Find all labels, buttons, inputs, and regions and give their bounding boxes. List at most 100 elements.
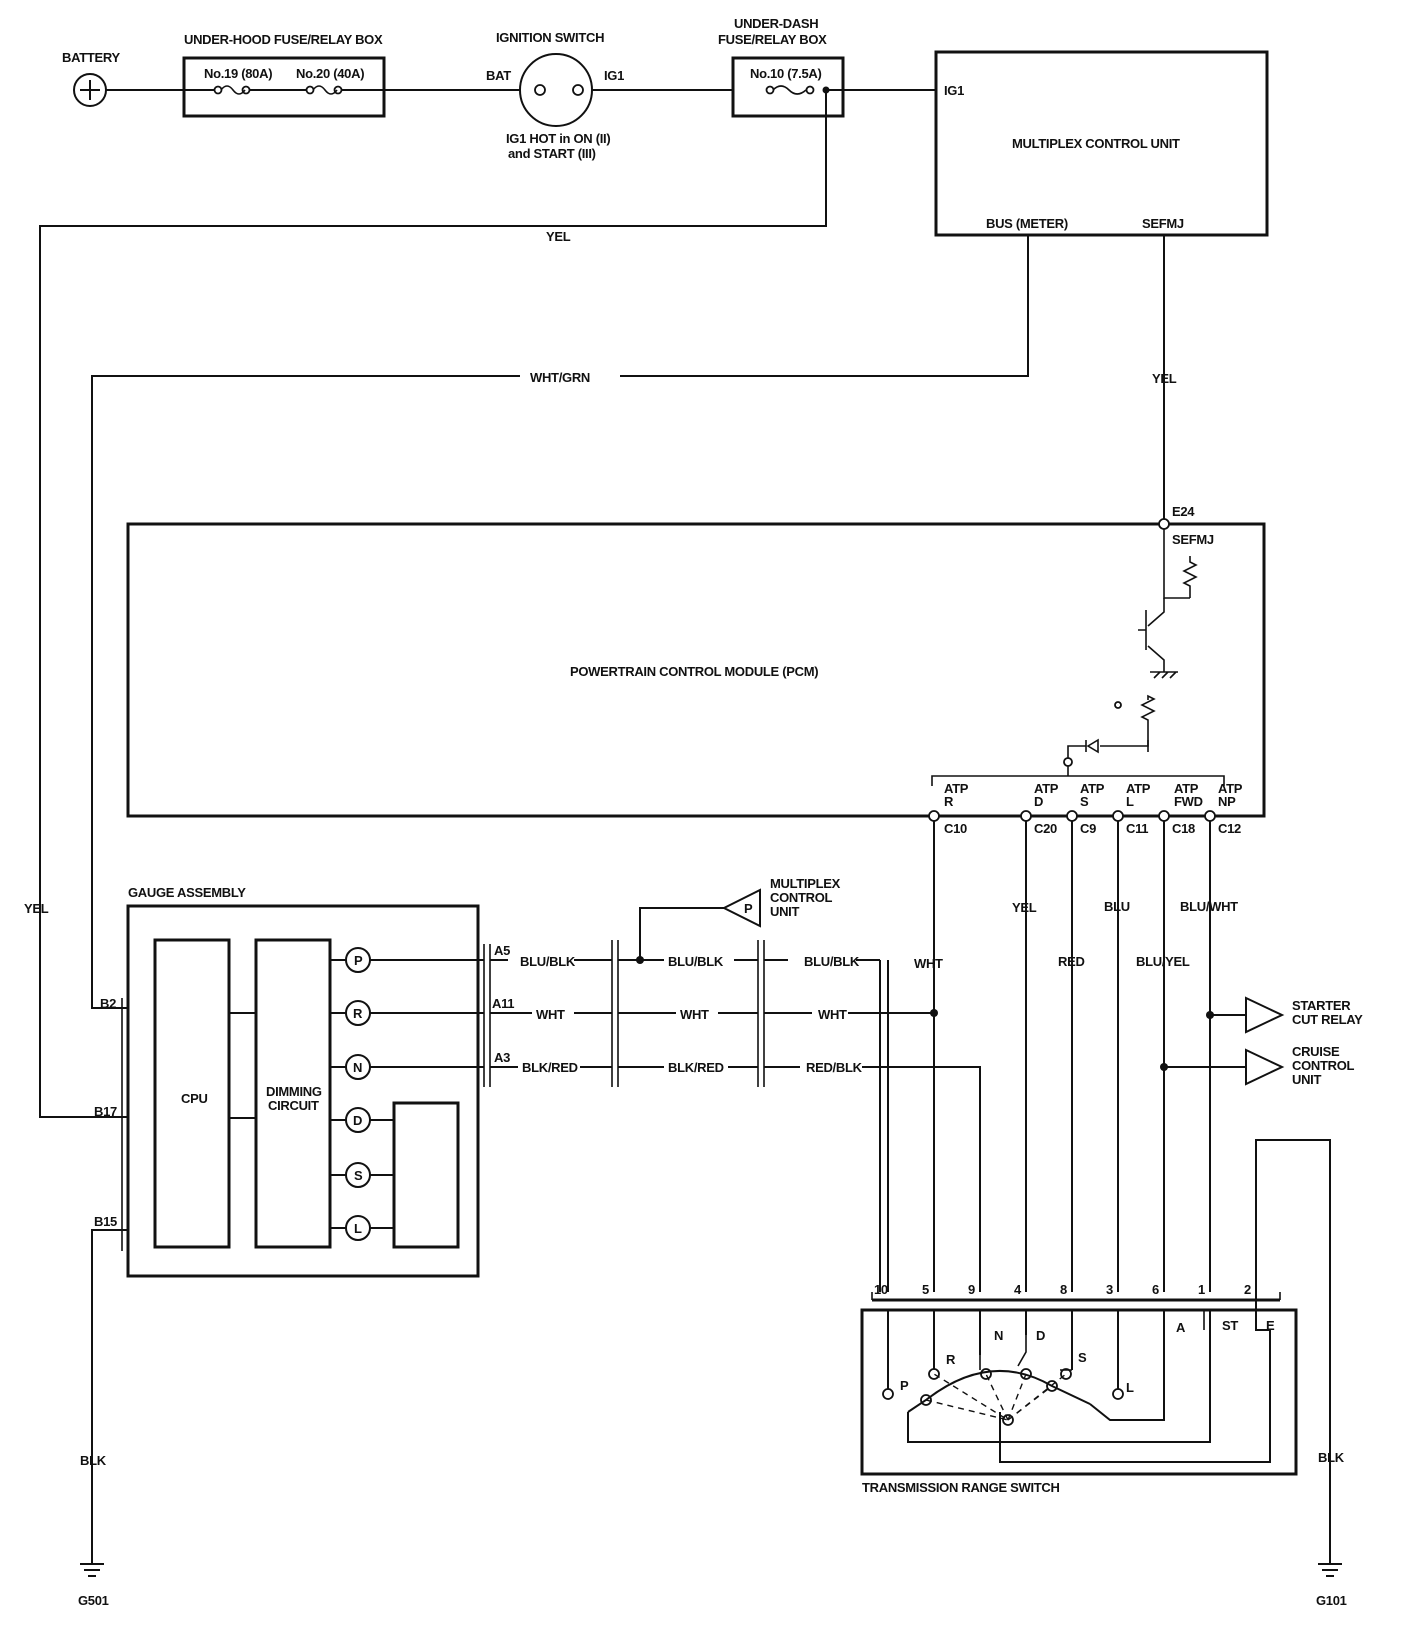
wire-blk-left: BLK	[80, 1453, 107, 1468]
svg-text:G101: G101	[1316, 1593, 1347, 1608]
e24-label: E24	[1172, 504, 1195, 519]
atp-l-label-2: L	[1126, 794, 1134, 809]
multiplex-control-unit: IG1 MULTIPLEX CONTROL UNIT BUS (METER) S…	[934, 50, 1269, 237]
trs-pivot-dashes	[925, 1373, 1067, 1421]
ignition-switch-label: IGNITION SWITCH	[496, 30, 604, 45]
b15-label: B15	[94, 1214, 117, 1229]
wire-red-vert: RED	[1058, 954, 1085, 969]
ground-g101: G101	[1316, 1563, 1347, 1608]
dimming-label-1: DIMMING	[266, 1084, 322, 1099]
starter-cut-relay-arrow	[1245, 996, 1285, 1034]
svg-text:D: D	[353, 1113, 362, 1128]
fuse-19-symbol	[220, 85, 246, 95]
atp-s-label-2: S	[1080, 794, 1089, 809]
atp-fwd-label-2: FWD	[1174, 794, 1203, 809]
indicator-driver-block	[392, 1101, 460, 1249]
cruise-label-3: UNIT	[1292, 1072, 1321, 1087]
trs-pin-5-label: 5	[922, 1282, 929, 1297]
c12-label: C12	[1218, 821, 1241, 836]
blk-ground-wire-left	[91, 1229, 128, 1564]
trs-r-label: R	[946, 1352, 956, 1367]
dimming-block	[254, 938, 332, 1249]
wire-wht-1: WHT	[536, 1007, 565, 1022]
atp-fwd-label-1: ATP	[1174, 781, 1199, 796]
wire-wht-3: WHT	[818, 1007, 847, 1022]
yel-feed-wire	[39, 90, 827, 1118]
indicator-p: P	[330, 947, 484, 973]
ig1-label: IG1	[604, 68, 624, 83]
connector-2	[757, 940, 765, 1087]
wire-blu-vert: BLU	[1104, 899, 1130, 914]
trs-label: TRANSMISSION RANGE SWITCH	[862, 1480, 1060, 1495]
trs-l-label: L	[1126, 1380, 1134, 1395]
svg-text:N: N	[353, 1060, 362, 1075]
a11-label: A11	[492, 996, 514, 1011]
mcu-sefmj-label: SEFMJ	[1142, 216, 1184, 231]
atp-l-label-1: ATP	[1126, 781, 1151, 796]
trs-e-path	[999, 1300, 1271, 1463]
trs-e-label: E	[1266, 1318, 1275, 1333]
transmission-range-switch: TRANSMISSION RANGE SWITCH 10 5 9 4 8 3 6…	[860, 1282, 1298, 1495]
wire-blu-blk-3: BLU/BLK	[804, 954, 860, 969]
underhood-fuse-box: UNDER-HOOD FUSE/RELAY BOX No.19 (80A) No…	[182, 32, 386, 118]
wire-wht-vert: WHT	[914, 956, 943, 971]
mcu-ref-p: P	[744, 901, 753, 916]
c11-label: C11	[1126, 821, 1148, 836]
indicator-r: R	[330, 1000, 484, 1026]
c18-label: C18	[1172, 821, 1195, 836]
mcu-ig1-label: IG1	[944, 83, 964, 98]
b2-label: B2	[100, 996, 116, 1011]
indicator-l: L	[330, 1215, 394, 1241]
atp-r-label-2: R	[944, 794, 954, 809]
wire-yel-vert: YEL	[1012, 900, 1037, 915]
fuse-20-label: No.20 (40A)	[296, 66, 364, 81]
pcm-label: POWERTRAIN CONTROL MODULE (PCM)	[570, 664, 818, 679]
mcu-label: MULTIPLEX CONTROL UNIT	[1012, 136, 1180, 151]
fuse-10-symbol	[772, 85, 807, 95]
trs-st-label: ST	[1222, 1318, 1238, 1333]
svg-text:S: S	[354, 1168, 363, 1183]
wire-blu-wht: BLU/WHT	[1180, 899, 1238, 914]
wire-blk-right: BLK	[1318, 1450, 1345, 1465]
atp-d-label-2: D	[1034, 794, 1043, 809]
wire-wht-grn: WHT/GRN	[530, 370, 590, 385]
trs-pin-6-label: 6	[1152, 1282, 1159, 1297]
atp-np-label-1: ATP	[1218, 781, 1243, 796]
trs-s-label: S	[1078, 1350, 1087, 1365]
wht-grn-bus-wire	[91, 235, 1029, 1009]
atp-s-label-1: ATP	[1080, 781, 1105, 796]
wire-yel-left: YEL	[24, 901, 49, 916]
cruise-control-arrow	[1245, 1048, 1285, 1086]
trs-d-label: D	[1036, 1328, 1045, 1343]
pcm-sefmj-label: SEFMJ	[1172, 532, 1214, 547]
mcu-ref-label-2: CONTROL	[770, 890, 833, 905]
wire-red-blk: RED/BLK	[806, 1060, 863, 1075]
underhood-box-label: UNDER-HOOD FUSE/RELAY BOX	[184, 32, 383, 47]
trs-p-label: P	[900, 1378, 909, 1393]
atp-np-label-2: NP	[1218, 794, 1236, 809]
gauge-left-connector	[121, 998, 129, 1251]
multiplex-ref-arrow	[721, 888, 761, 928]
mcu-bus-label: BUS (METER)	[986, 216, 1068, 231]
wire-blk-red-1: BLK/RED	[522, 1060, 578, 1075]
ig1-hot-label-1: IG1 HOT in ON (II)	[506, 131, 610, 146]
blk-red-wire	[490, 1066, 981, 1292]
gauge-right-connector	[483, 944, 491, 1087]
battery-label: BATTERY	[62, 50, 120, 65]
gauge-assembly-label: GAUGE ASSEMBLY	[128, 885, 246, 900]
indicator-s: S	[330, 1162, 394, 1188]
bat-label: BAT	[486, 68, 511, 83]
svg-text:L: L	[354, 1221, 362, 1236]
trs-pin-9-label: 9	[968, 1282, 975, 1297]
c20-label: C20	[1034, 821, 1057, 836]
svg-text:R: R	[353, 1006, 363, 1021]
underdash-fuse-box: UNDER-DASH FUSE/RELAY BOX No.10 (7.5A)	[718, 16, 845, 118]
atp-d-label-1: ATP	[1034, 781, 1059, 796]
wire-blu-blk-2: BLU/BLK	[668, 954, 724, 969]
blk-ground-wire-right	[1255, 1139, 1331, 1564]
ig1-hot-label-2: and START (III)	[508, 146, 596, 161]
trs-contact-arc	[907, 1370, 1091, 1413]
trs-pin-4-label: 4	[1014, 1282, 1022, 1297]
trs-pin-10-label: 10	[874, 1282, 888, 1297]
fuse-20-symbol	[312, 85, 338, 95]
